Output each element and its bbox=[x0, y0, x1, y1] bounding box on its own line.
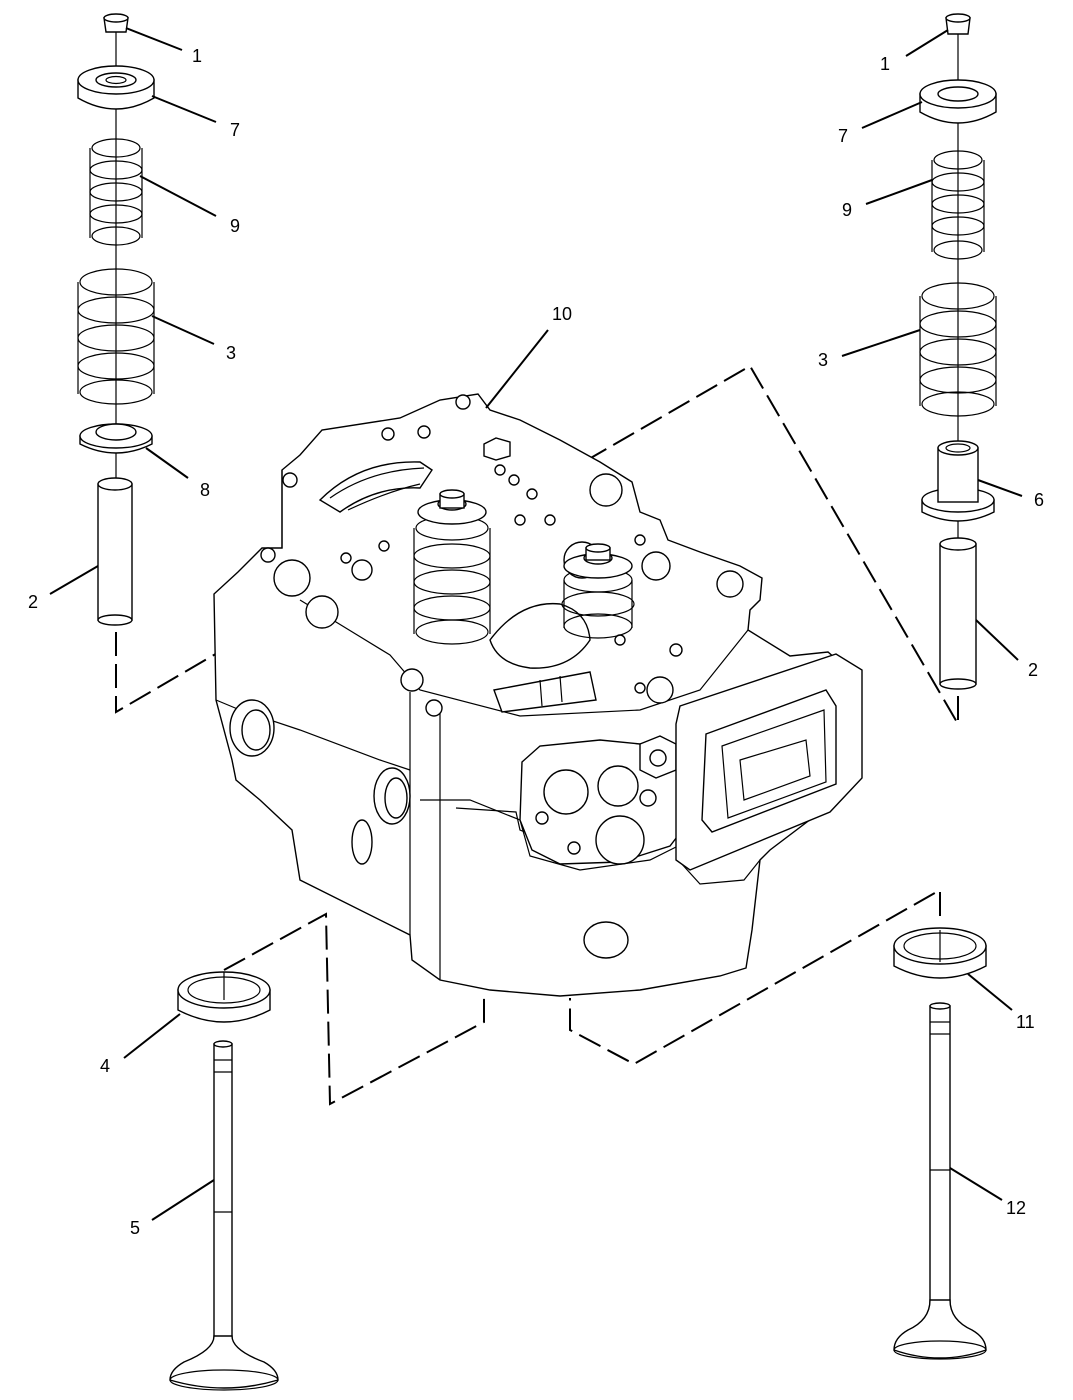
callout-7-right: 7 bbox=[838, 126, 848, 146]
inner-spring-left bbox=[89, 138, 143, 246]
callout-8-left: 8 bbox=[200, 480, 210, 500]
left-valve-stack bbox=[77, 13, 481, 714]
head-bolt bbox=[483, 437, 511, 461]
callout-3-right: 3 bbox=[818, 350, 828, 370]
inner-spring-right bbox=[931, 150, 985, 260]
callout-1-left: 1 bbox=[192, 46, 202, 66]
callout-4: 4 bbox=[100, 1056, 110, 1076]
callout-9-left: 9 bbox=[230, 216, 240, 236]
installed-spring-rear bbox=[561, 543, 635, 639]
side-port-left bbox=[229, 699, 275, 757]
callout-12: 12 bbox=[1006, 1198, 1026, 1218]
exhaust-valve bbox=[893, 1002, 987, 1360]
valve-stem-seal-left bbox=[79, 423, 153, 454]
valve-seat-insert-left bbox=[177, 971, 271, 1023]
callout-10: 10 bbox=[552, 304, 572, 324]
installed-spring-front bbox=[413, 489, 491, 645]
side-port-middle bbox=[373, 767, 411, 825]
valve-keeper-left bbox=[103, 13, 129, 33]
spring-retainer-right bbox=[919, 79, 997, 124]
outer-spring-right bbox=[919, 282, 997, 417]
exhaust-flange bbox=[675, 653, 863, 871]
callout-1-right: 1 bbox=[880, 54, 890, 74]
valve-guide-left bbox=[97, 477, 133, 626]
callout-7-left: 7 bbox=[230, 120, 240, 140]
callout-2-left: 2 bbox=[28, 592, 38, 612]
valve-guide-right bbox=[939, 537, 977, 690]
valve-seat-insert-right bbox=[893, 927, 987, 979]
front-port-flange bbox=[519, 735, 691, 865]
callout-3-left: 3 bbox=[226, 343, 236, 363]
callout-9-right: 9 bbox=[842, 200, 852, 220]
callout-6-right: 6 bbox=[1034, 490, 1044, 510]
cylinder-head bbox=[213, 393, 863, 997]
outer-spring-left bbox=[77, 268, 155, 405]
intake-valve bbox=[169, 1040, 279, 1391]
callout-5: 5 bbox=[130, 1218, 140, 1238]
spring-retainer-left bbox=[77, 65, 155, 110]
valve-stem-seal-right bbox=[921, 440, 995, 522]
callout-leaders bbox=[49, 27, 1023, 1221]
callout-2-right: 2 bbox=[1028, 660, 1038, 680]
callout-11: 11 bbox=[1016, 1012, 1035, 1032]
valve-keeper-right bbox=[945, 13, 971, 35]
right-valve-stack bbox=[569, 13, 997, 728]
